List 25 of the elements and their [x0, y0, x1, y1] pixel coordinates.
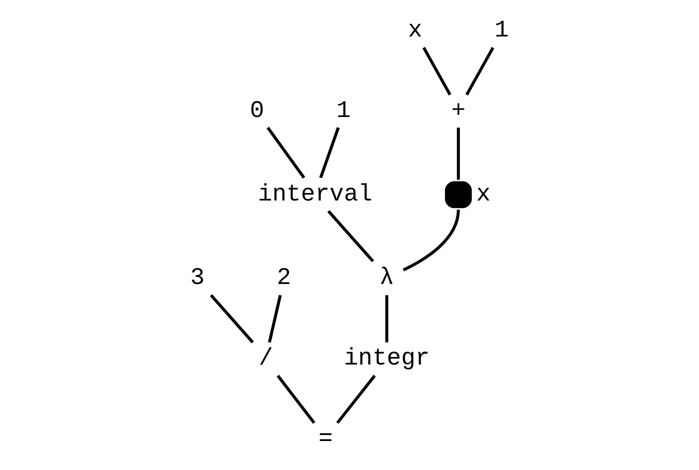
- connector: [402, 210, 460, 272]
- node-text: =: [318, 426, 333, 453]
- connector: [210, 294, 254, 344]
- connector: [268, 294, 282, 343]
- node-text: +: [451, 98, 466, 125]
- connector: [319, 127, 340, 178]
- connector: [336, 374, 376, 424]
- node-text: λ: [380, 264, 394, 292]
- connector: [456, 128, 460, 180]
- connector: [385, 295, 388, 342]
- connector: [422, 46, 452, 96]
- connector: [266, 126, 306, 179]
- node-text: 1: [336, 98, 351, 125]
- node-text: 0: [250, 98, 264, 125]
- node-text: /: [258, 345, 274, 372]
- connector: [327, 210, 374, 262]
- connector: [465, 46, 494, 96]
- node-text: interval: [258, 181, 372, 208]
- node-text: integr: [344, 345, 430, 372]
- connector: [276, 374, 316, 424]
- node-label: x: [476, 181, 491, 208]
- node-text: 3: [190, 264, 205, 292]
- node-text: 1: [494, 17, 509, 44]
- node-text: 2: [276, 264, 292, 292]
- node-text: x: [408, 17, 422, 44]
